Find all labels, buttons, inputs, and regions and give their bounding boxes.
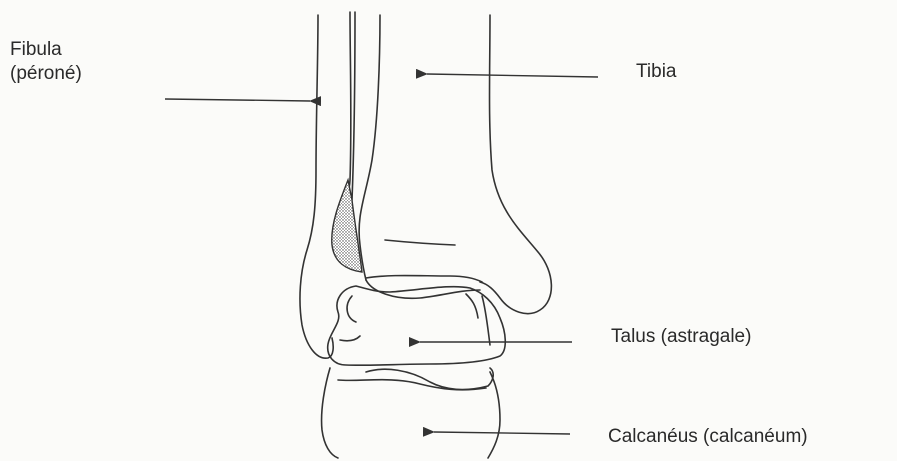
calcaneus-bone [322, 368, 500, 458]
fibula-label-name: Fibula [10, 38, 82, 62]
calcaneus-label: Calcanéus (calcanéum) [608, 425, 808, 449]
tibia-arrow [427, 74, 598, 77]
tibia-bone [359, 15, 551, 314]
fibula-arrow [165, 99, 310, 101]
fibula-label: Fibula (péroné) [10, 38, 82, 86]
talus-label: Talus (astragale) [611, 325, 751, 349]
tibia-label: Tibia [636, 60, 676, 84]
shaded-fragment [332, 180, 362, 272]
calcaneus-arrow [434, 432, 570, 434]
fibula-label-alt-name: (péroné) [10, 62, 82, 86]
